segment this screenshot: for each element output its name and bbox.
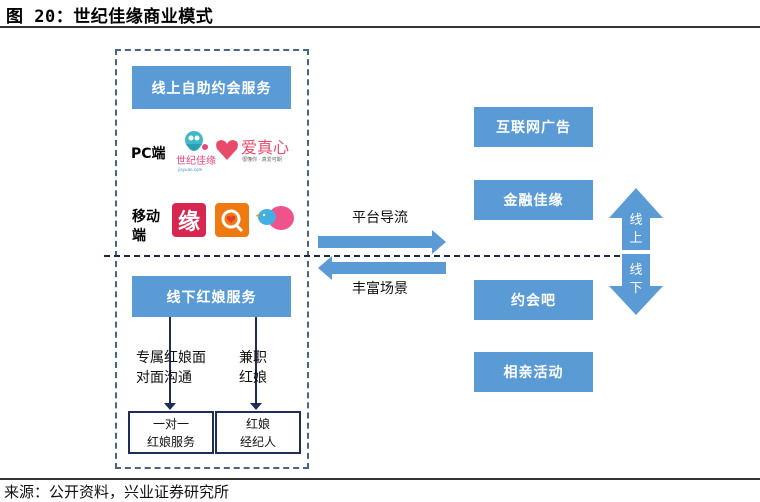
title-rule <box>0 26 760 28</box>
jiayuan-mascot-icon: 世纪佳缘 jiayuan.com <box>176 131 216 172</box>
bird-chat-bubble-icon <box>255 206 294 230</box>
aizhenxin-heart-icon: 爱真心 很懂你 · 真爱可期 <box>216 138 289 163</box>
right-arrow-icon <box>318 230 446 254</box>
flow-forward-label: 平台导流 <box>352 210 408 226</box>
connector-left <box>169 317 171 407</box>
down-arrow-label: 线 下 <box>627 262 645 298</box>
aizhenxin-logo: 爱真心 很懂你 · 真爱可期 <box>215 136 295 164</box>
revenue-item-internet-ads: 互联网广告 <box>474 107 593 147</box>
offline-service-box: 线下红娘服务 <box>132 276 291 317</box>
figure-source: 来源：公开资料，兴业证券研究所 <box>4 483 230 501</box>
pc-label: PC端 <box>131 146 166 162</box>
online-offline-divider <box>104 255 650 257</box>
down-label-line2: 下 <box>629 281 643 296</box>
matchmaker-agent-box: 红娘 经纪人 <box>215 411 301 454</box>
yuan-app-icon: 缘 <box>172 203 206 237</box>
svg-text:jiayuan.com: jiayuan.com <box>177 167 202 172</box>
branch-right-label-line1: 兼职 <box>239 350 267 366</box>
arrowhead-right-icon <box>250 403 262 410</box>
down-arrow-shape <box>609 254 663 315</box>
revenue-item-dating-bar: 约会吧 <box>474 280 593 320</box>
bird-chat-app-icon <box>255 204 296 234</box>
left-arrow-icon <box>318 256 446 280</box>
revenue-item-finance: 金融佳缘 <box>474 180 593 220</box>
online-offline-double-arrow-icon <box>609 188 663 315</box>
source-rule <box>0 478 760 480</box>
figure-title: 图 20：世纪佳缘商业模式 <box>6 7 214 27</box>
arrowhead-left-icon <box>164 403 176 410</box>
up-arrow-shape <box>609 188 663 250</box>
mobile-label-line1: 移动 <box>132 209 160 225</box>
flow-backward-label: 丰富场景 <box>352 281 408 297</box>
up-label-line2: 上 <box>629 231 643 246</box>
svg-text:很懂你 · 真爱可期: 很懂你 · 真爱可期 <box>242 156 282 163</box>
orange-app-icon <box>215 203 249 237</box>
branch-left-label-line2: 对面沟通 <box>136 370 192 386</box>
box-left-line1: 一对一 <box>152 416 189 431</box>
connector-right <box>255 317 257 407</box>
one-on-one-matchmaker-box: 一对一 红娘服务 <box>128 411 214 454</box>
branch-left-label-line1: 专属红娘面 <box>136 350 206 366</box>
magnifier-heart-icon <box>221 209 244 233</box>
up-label-line1: 线 <box>629 213 643 228</box>
platform-dashed-container <box>115 49 309 469</box>
mobile-label-line2: 端 <box>132 228 146 244</box>
revenue-item-matchmaking-events: 相亲活动 <box>474 352 593 392</box>
box-right-line2: 经纪人 <box>239 434 276 449</box>
yuan-app-glyph: 缘 <box>177 209 200 235</box>
up-arrow-label: 线 上 <box>627 212 645 248</box>
svg-text:爱真心: 爱真心 <box>241 138 289 157</box>
branch-right-label-line2: 红娘 <box>239 370 267 386</box>
box-right-line1: 红娘 <box>245 416 270 431</box>
online-service-box: 线上自助约会服务 <box>132 66 291 109</box>
box-left-line2: 红娘服务 <box>146 434 195 449</box>
down-label-line1: 线 <box>629 263 643 278</box>
svg-text:世纪佳缘: 世纪佳缘 <box>176 154 216 167</box>
jiayuan-logo: 世纪佳缘 jiayuan.com <box>174 128 216 172</box>
